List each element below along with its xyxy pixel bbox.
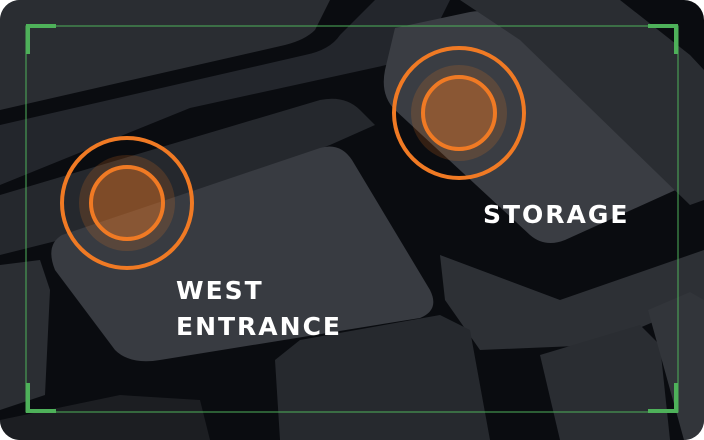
city-block: [440, 250, 704, 350]
city-block: [0, 260, 50, 410]
marker-label-west-entrance: WEST ENTRANCE: [176, 276, 342, 341]
city-block: [460, 0, 704, 205]
city-block: [51, 146, 434, 362]
location-target-icon: [60, 136, 194, 270]
marker-label-storage: STORAGE: [483, 200, 630, 229]
city-block: [0, 0, 330, 110]
location-target-icon: [392, 46, 526, 180]
viewport-frame: [25, 25, 679, 413]
marker-west-entrance[interactable]: [57, 133, 197, 273]
frame-corner-bottom-left: [26, 381, 58, 413]
marker-storage[interactable]: [389, 43, 529, 183]
city-block: [383, 11, 688, 244]
city-block: [540, 325, 670, 440]
city-block: [275, 315, 490, 440]
frame-corner-bottom-right: [646, 381, 678, 413]
frame-corner-top-right: [646, 24, 678, 56]
city-block: [648, 292, 704, 440]
frame-corner-top-left: [26, 24, 58, 56]
city-block: [0, 395, 210, 440]
